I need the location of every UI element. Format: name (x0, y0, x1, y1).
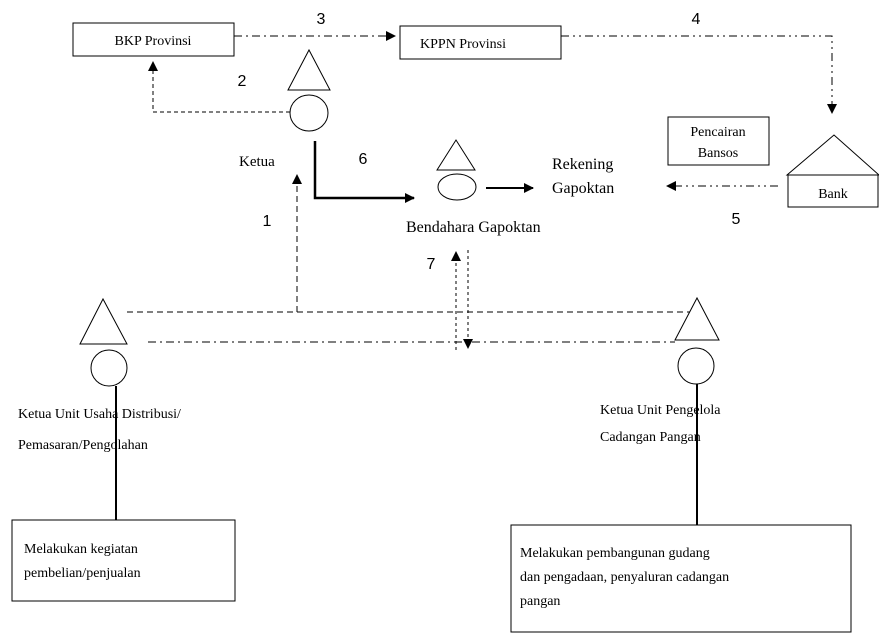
connector-2 (148, 61, 290, 113)
bkp-provinsi-label: BKP Provinsi (115, 34, 192, 49)
bank-box (787, 174, 879, 208)
unit-distribusi-circle (90, 349, 128, 387)
connector-4 (561, 35, 837, 114)
unit-distribusi-line1: Ketua Unit Usaha Distribusi/ (18, 407, 181, 422)
bank-roof (785, 134, 879, 176)
ketua-circle (289, 94, 329, 132)
step-number-1: 1 (263, 213, 272, 230)
step-number-4: 4 (692, 11, 701, 28)
step-number-2: 2 (238, 73, 247, 90)
unit-cadangan-line1: Ketua Unit Pengelola (600, 403, 721, 418)
bendahara-label: Bendahara Gapoktan (406, 219, 541, 236)
connector-6 (313, 141, 415, 203)
ketua-label: Ketua (239, 154, 275, 170)
unit-cadangan-line2: Cadangan Pangan (600, 430, 701, 445)
task-right-line3: pangan (520, 594, 560, 609)
rekening-line2: Gapoktan (552, 180, 614, 197)
unit-cadangan-triangle (674, 296, 720, 341)
unit-cadangan-circle (677, 347, 715, 385)
task-left-box (11, 519, 236, 602)
step-number-7: 7 (427, 256, 436, 273)
step-number-6: 6 (359, 151, 368, 168)
kppn-provinsi-label: KPPN Provinsi (420, 37, 506, 52)
pencairan-bansos-box (667, 116, 770, 166)
rekening-line1: Rekening (552, 156, 613, 173)
step-number-5: 5 (732, 211, 741, 228)
pencairan-label: Pencairan (690, 125, 745, 140)
bank-label: Bank (818, 187, 848, 202)
unit-distribusi-triangle (79, 297, 128, 345)
bendahara-circle (437, 173, 477, 201)
task-right-box (510, 524, 852, 633)
task-left-line2: pembelian/penjualan (24, 566, 141, 581)
bansos-label: Bansos (698, 146, 738, 161)
task-left-line1: Melakukan kegiatan (24, 542, 138, 557)
task-right-line2: dan pengadaan, penyaluran cadangan (520, 570, 729, 585)
unit-distribusi-line2: Pemasaran/Pengolahan (18, 438, 148, 453)
step-number-3: 3 (317, 11, 326, 28)
ketua-triangle (287, 48, 331, 91)
task-right-line1: Melakukan pembangunan gudang (520, 546, 710, 561)
bendahara-triangle (436, 139, 476, 171)
kppn-provinsi-box (399, 25, 562, 60)
bkp-provinsi-box (72, 22, 235, 57)
